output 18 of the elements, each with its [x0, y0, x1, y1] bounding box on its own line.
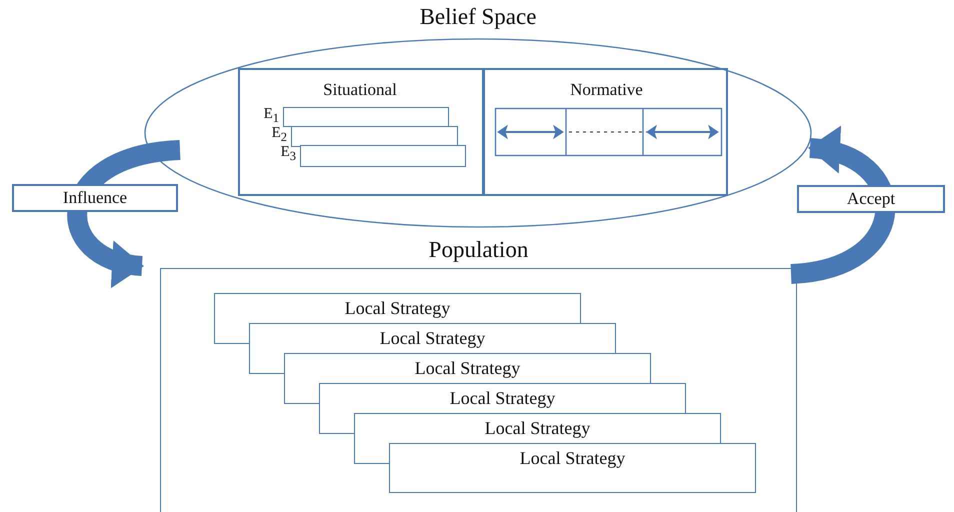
- strategy-card: [389, 443, 756, 493]
- experience-label: E$_{3}$: [280, 144, 296, 164]
- strategy-label: Local Strategy: [518, 448, 626, 469]
- experience-label: E$_{1}$: [264, 106, 279, 126]
- experience-label: E$_{2}$: [272, 125, 287, 145]
- node-title: Belief Space: [418, 4, 538, 30]
- node-title: Situational: [322, 80, 398, 100]
- strategy-label: Local Strategy: [378, 328, 486, 349]
- curved-arrow: [68, 140, 182, 286]
- strategy-label: Local Strategy: [344, 298, 452, 319]
- strategy-label: Local Strategy: [414, 358, 522, 379]
- curved-arrow: [790, 128, 896, 284]
- edge-label: Accept: [797, 185, 945, 213]
- edge-label: Influence: [12, 184, 178, 212]
- node-title: Normative: [569, 80, 644, 100]
- node-title: Population: [428, 237, 530, 263]
- strategy-label: Local Strategy: [448, 388, 556, 409]
- strategy-label: Local Strategy: [484, 418, 592, 439]
